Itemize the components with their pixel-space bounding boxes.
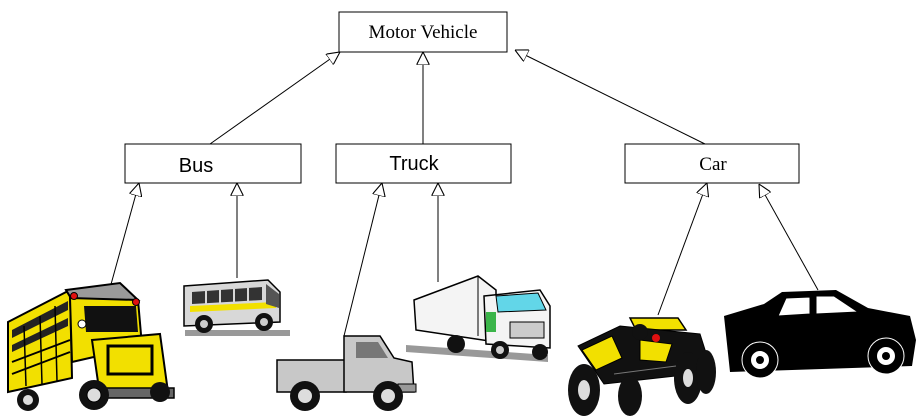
pickup-truck-illustration [276,335,417,411]
transit-bus-illustration [183,279,290,336]
car-node: Car [624,143,800,184]
motor-vehicle-label: Motor Vehicle [369,22,478,43]
truck-box [335,143,512,184]
edge-pickup-to-truck [343,183,382,337]
school-bus-illustration [7,281,175,411]
truck-label: Truck [389,153,439,175]
car-box [624,143,800,184]
sedan-illustration [724,290,916,379]
edge-car-to-motor-vehicle [515,50,706,145]
edge-sedan-to-car [759,184,819,291]
race-car-illustration [568,317,716,416]
edges-to-root [209,50,706,145]
bus-label: Bus [179,155,213,177]
edge-school-bus-to-bus [109,183,139,289]
box-truck-illustration [406,275,551,362]
bus-node: Bus [124,143,302,184]
edge-race-car-to-car [657,183,707,316]
bus-box [124,143,302,184]
car-label: Car [699,154,727,175]
motor-vehicle-box [338,11,508,53]
edges-to-categories [109,183,819,337]
truck-node: Truck [335,143,512,184]
root-node: Motor Vehicle [338,11,508,53]
edge-bus-to-motor-vehicle [209,52,340,145]
